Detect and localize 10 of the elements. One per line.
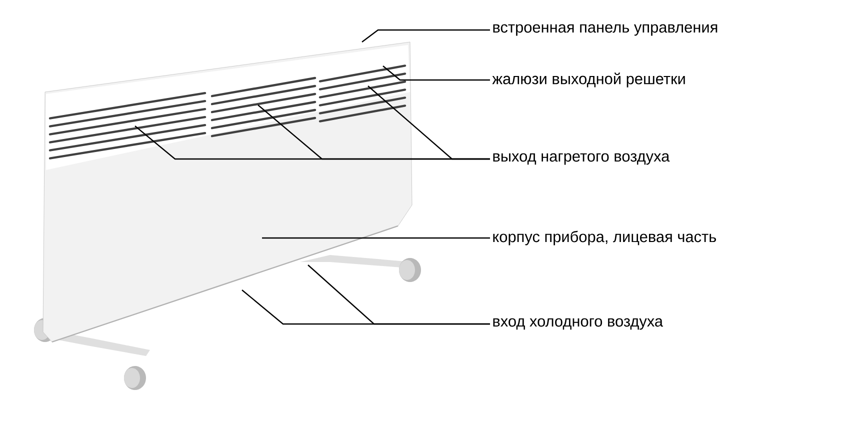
leader-line — [262, 237, 490, 239]
leader-line — [308, 264, 490, 325]
callout-label: корпус прибора, лицевая часть — [493, 230, 716, 246]
leader-line — [368, 86, 490, 160]
leader-line — [382, 66, 490, 81]
callout-label: вход холодного воздуха — [493, 318, 664, 330]
callout-label: выход нагретого воздуха — [493, 153, 670, 165]
callout-label: жалюзи выходной решетки — [492, 72, 685, 88]
leader-line — [362, 29, 490, 42]
callout-label: встроенная панель управления — [493, 24, 718, 36]
